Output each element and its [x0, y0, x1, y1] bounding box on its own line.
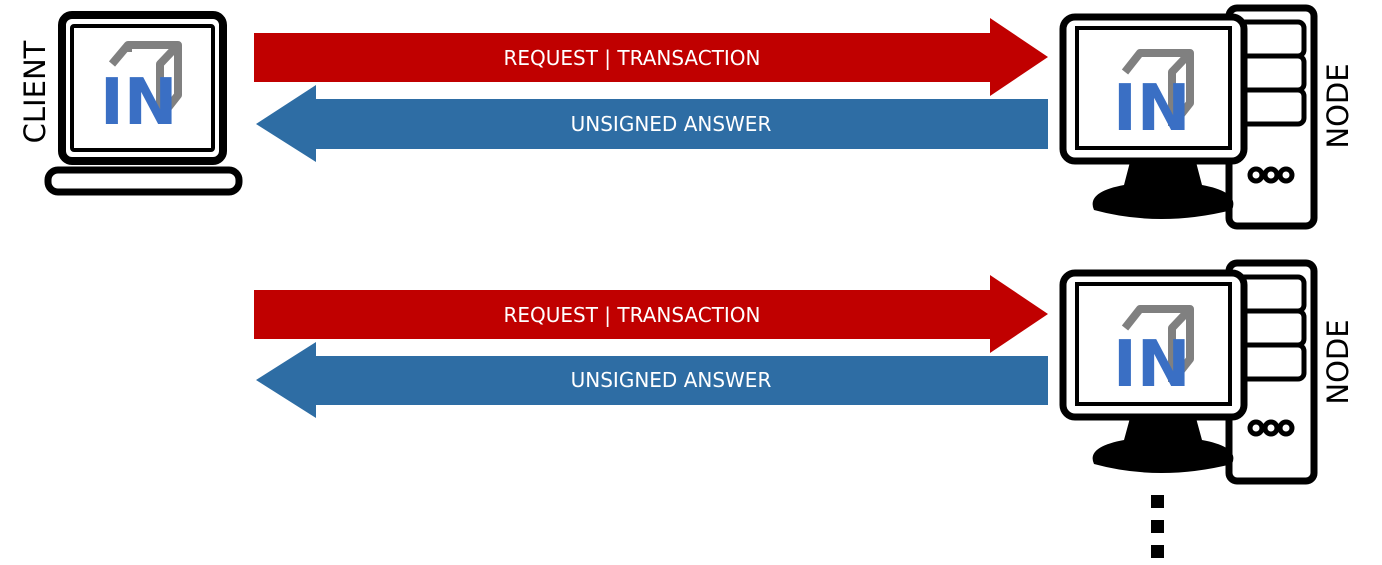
- node-label: NODE: [1321, 319, 1355, 404]
- client-logo: IN: [100, 41, 182, 140]
- node-logo: IN: [1113, 305, 1194, 402]
- answer-arrow-label: UNSIGNED ANSWER: [571, 112, 772, 136]
- logo-cube-icon: [108, 41, 182, 121]
- tower-buttons-icon: [1247, 419, 1295, 437]
- monitor-stand: [1092, 162, 1234, 219]
- node-computer-1: IN: [1059, 4, 1318, 230]
- laptop-lid: [58, 11, 227, 165]
- answer-arrow-shape: [256, 342, 1048, 418]
- request-arrow-shape: [254, 275, 1048, 353]
- monitor-frame: [1059, 13, 1248, 165]
- request-arrow-label: REQUEST | TRANSACTION: [503, 303, 760, 327]
- node-label: NODE: [1321, 63, 1355, 148]
- tower-buttons-icon: [1247, 166, 1295, 184]
- answer-arrow-shape: [256, 85, 1048, 162]
- node-logo-text: IN: [1113, 72, 1190, 146]
- answer-arrow-label: UNSIGNED ANSWER: [571, 368, 772, 392]
- client-label: CLIENT: [18, 40, 52, 143]
- request-arrow-2: REQUEST | TRANSACTION: [254, 275, 1048, 353]
- ellipsis-dot: [1151, 520, 1164, 533]
- monitor-stand: [1092, 418, 1234, 473]
- monitor-screen: [1075, 282, 1232, 406]
- node-logo: IN: [1113, 49, 1194, 146]
- more-nodes-ellipsis: [1151, 495, 1164, 558]
- request-arrow-label: REQUEST | TRANSACTION: [503, 46, 760, 70]
- ellipsis-dot: [1151, 545, 1164, 558]
- answer-arrow-2: UNSIGNED ANSWER: [256, 342, 1048, 418]
- logo-cube-icon: [1121, 305, 1194, 385]
- laptop-base: [44, 166, 243, 196]
- answer-arrow-1: UNSIGNED ANSWER: [256, 85, 1048, 162]
- client-logo-text: IN: [100, 66, 177, 140]
- ellipsis-dot: [1151, 495, 1164, 508]
- client-laptop: IN: [44, 11, 243, 196]
- monitor-frame: [1059, 269, 1248, 421]
- request-arrow-1: REQUEST | TRANSACTION: [254, 18, 1048, 96]
- monitor-screen: [1075, 26, 1232, 150]
- node-logo-text: IN: [1113, 328, 1190, 402]
- node-computer-2: IN: [1059, 259, 1318, 485]
- request-arrow-shape: [254, 18, 1048, 96]
- laptop-screen: [70, 24, 215, 152]
- logo-cube-icon: [1121, 49, 1194, 129]
